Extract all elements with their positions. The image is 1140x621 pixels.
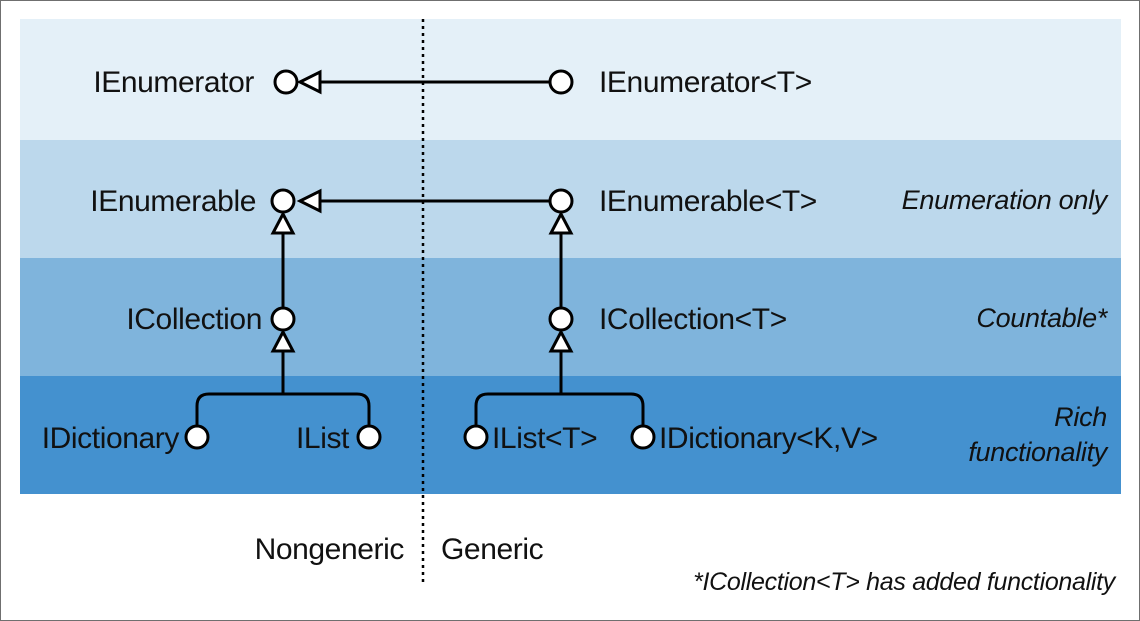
idictionary-kv-node xyxy=(630,424,656,450)
collection-children-bracket xyxy=(195,392,371,426)
idictionary-kv-label: IDictionary<K,V> xyxy=(659,422,878,455)
ilist-node xyxy=(356,424,382,450)
collection-t-children-bracket xyxy=(474,392,645,426)
ienumerable-label: IEnumerable xyxy=(90,185,256,218)
nongeneric-label: Nongeneric xyxy=(255,533,405,566)
ilist-t-node xyxy=(463,424,489,450)
ienumerator-t-node xyxy=(548,69,574,95)
icollection-node xyxy=(270,306,296,332)
enumerator-arrowhead xyxy=(296,69,322,95)
ienumerable-t-label: IEnumerable<T> xyxy=(599,185,817,218)
tier-label-countable: Countable* xyxy=(976,303,1108,333)
tier-label-rich-line1: Rich xyxy=(1054,402,1107,432)
ilist-label: IList xyxy=(296,422,350,455)
ienumerator-label: IEnumerator xyxy=(93,66,254,99)
tier-label-rich-line2: functionality xyxy=(968,437,1108,467)
generic-label: Generic xyxy=(441,533,544,566)
collection-arrowhead xyxy=(270,328,296,353)
ienumerator-node xyxy=(273,69,299,95)
ienumerable-node xyxy=(270,188,296,214)
idictionary-label: IDictionary xyxy=(42,422,180,455)
ilist-t-label: IList<T> xyxy=(492,422,597,455)
ienumerator-t-label: IEnumerator<T> xyxy=(599,66,812,99)
icollection-label: ICollection xyxy=(126,303,262,336)
icollection-t-node xyxy=(548,306,574,332)
tier-label-enumeration: Enumeration only xyxy=(902,185,1109,215)
enumerable-t-arrowhead xyxy=(548,210,574,235)
enumerable-arrowhead-horizontal xyxy=(296,188,322,214)
collection-t-arrowhead xyxy=(548,328,574,353)
icollection-t-label: ICollection<T> xyxy=(599,303,787,336)
idictionary-node xyxy=(184,424,210,450)
enumerable-arrowhead-vertical xyxy=(270,210,296,235)
ienumerable-t-node xyxy=(548,188,574,214)
footnote: *ICollection<T> has added functionality xyxy=(693,568,1117,596)
